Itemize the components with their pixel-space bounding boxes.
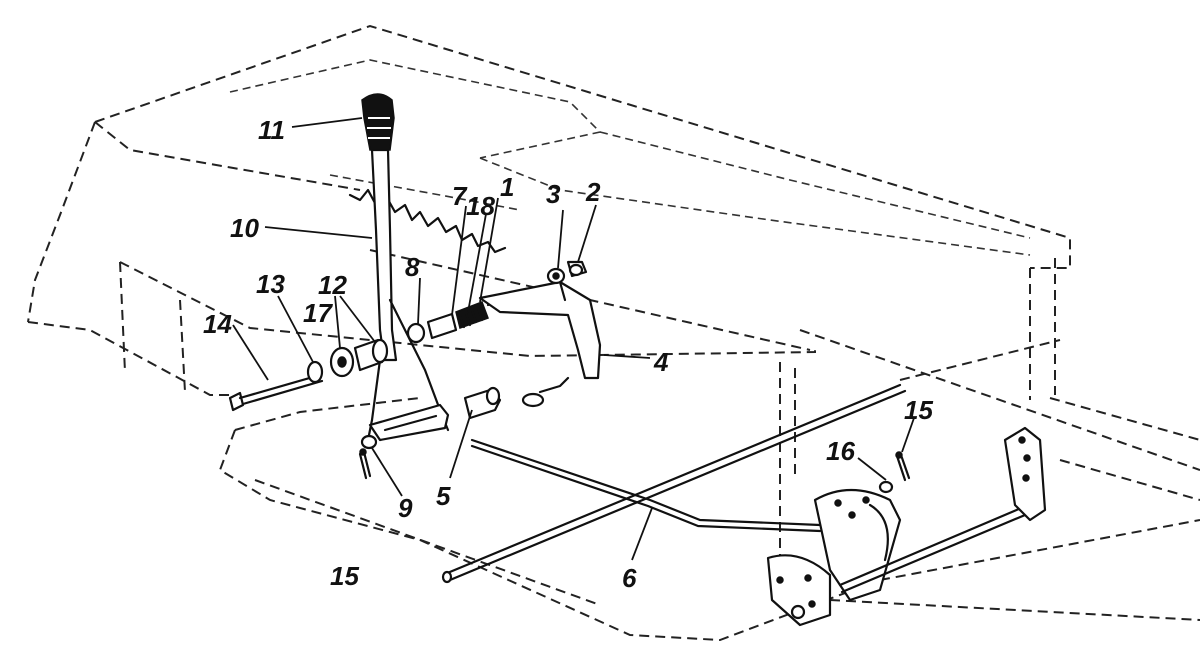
callout-15-left: 15 xyxy=(330,561,359,591)
callout-2: 2 xyxy=(585,177,601,207)
pivot-bolt xyxy=(228,373,324,412)
washer-17 xyxy=(329,346,355,378)
callout-3: 3 xyxy=(546,179,561,209)
callout-18: 18 xyxy=(466,191,495,221)
callout-7: 7 xyxy=(452,181,468,211)
callout-9: 9 xyxy=(398,493,413,523)
callout-11: 11 xyxy=(258,115,285,145)
callout-14: 14 xyxy=(203,309,232,339)
cotter-pin-15-right xyxy=(895,451,911,482)
callouts: 1 2 3 4 5 6 7 8 9 10 11 12 13 14 15 15 1… xyxy=(203,115,933,593)
pivot-plate-lower xyxy=(766,554,832,627)
cotter-pin-15-left xyxy=(358,448,372,480)
bracket-4 xyxy=(478,280,602,380)
callout-6: 6 xyxy=(622,563,637,593)
bushing-12 xyxy=(353,338,389,372)
callout-10: 10 xyxy=(230,213,259,243)
washer-16 xyxy=(878,480,894,494)
lever-guide-plate xyxy=(368,403,450,442)
callout-15-right: 15 xyxy=(904,395,933,425)
callout-13: 13 xyxy=(256,269,285,299)
pivot-plate-upper xyxy=(813,488,902,602)
callout-16: 16 xyxy=(826,436,855,466)
leader-lines xyxy=(232,117,915,561)
nut-3 xyxy=(546,267,566,285)
callout-4: 4 xyxy=(653,347,669,377)
washer-13 xyxy=(306,360,324,384)
washer-9 xyxy=(360,434,378,450)
callout-8: 8 xyxy=(405,252,420,282)
control-rod-6 xyxy=(441,383,907,584)
callout-17: 17 xyxy=(303,298,333,328)
clip-2 xyxy=(566,260,588,278)
callout-12: 12 xyxy=(318,270,347,300)
pivot-bracket-5 xyxy=(463,376,570,420)
callout-1: 1 xyxy=(500,172,514,202)
cross-shaft xyxy=(838,426,1047,594)
lever-knob xyxy=(361,93,395,151)
callout-5: 5 xyxy=(436,481,451,511)
